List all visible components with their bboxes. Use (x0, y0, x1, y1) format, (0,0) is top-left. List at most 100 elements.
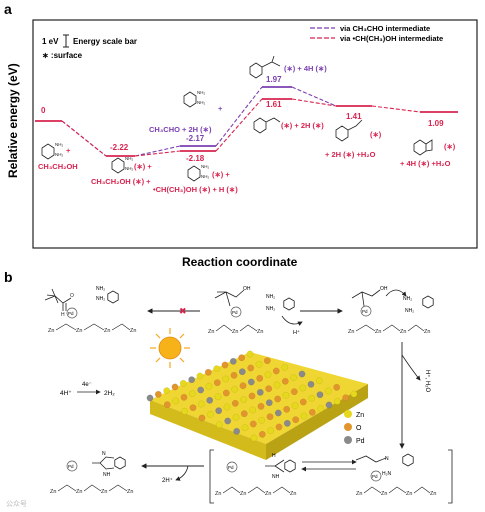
diamine-2-nh2-a: NH₂ (266, 294, 275, 300)
watermark: 公众号 (6, 500, 27, 508)
equilibrium-bracket-left (210, 450, 214, 503)
species-6-products: + 2H (∗) +H₂O (325, 150, 376, 159)
ethanol-oh: OH (243, 286, 251, 292)
svg-text:Zn: Zn (356, 491, 362, 497)
surface-atom (181, 394, 187, 400)
svg-text:Zn: Zn (104, 328, 110, 334)
surface-atom (300, 399, 306, 405)
surface-atom (317, 392, 323, 398)
surface-atom (248, 365, 254, 371)
svg-text:NH₂: NH₂ (197, 100, 205, 105)
imine-structure (356, 456, 386, 462)
zno-bonds-5 (364, 487, 430, 493)
energy-label-161: 1.61 (266, 100, 282, 109)
surface-atom (231, 372, 237, 378)
svg-text:Zn: Zn (215, 491, 221, 497)
surface-atom (215, 394, 221, 400)
svg-text:Zn: Zn (101, 489, 107, 495)
pd-label-5: Pd (372, 474, 378, 479)
diamine-1-nh2-b: NH₂ (96, 296, 105, 302)
panel-b-label: b (4, 269, 13, 285)
surface-atom (268, 428, 274, 434)
diamine-1-nh2-a: NH₂ (96, 286, 105, 292)
pd-label-2: Pd (232, 310, 238, 315)
surface-atom (267, 414, 273, 420)
svg-text:Zn: Zn (265, 491, 271, 497)
zno-surface-3: Zn Zn Zn Zn (348, 329, 430, 335)
diamine-ring-3 (423, 296, 433, 308)
y-axis-label: Relative energy (eV) (6, 63, 20, 178)
svg-text:NH₂: NH₂ (55, 152, 63, 157)
surface-atom (248, 379, 254, 385)
benzimidazoline-nh: NH (272, 474, 280, 480)
hplus-release-arrow-2 (176, 466, 188, 480)
legend-zn-label: Zn (356, 412, 364, 419)
surface-atom (282, 378, 288, 384)
svg-text:NH₂: NH₂ (125, 166, 133, 171)
zno-bonds-4 (223, 487, 290, 493)
panel-a-label: a (4, 1, 12, 17)
surface-atom (275, 410, 281, 416)
legend-pd-label: Pd (356, 438, 365, 445)
energy-label-m218: -2.18 (186, 154, 205, 163)
surface-atom (291, 375, 297, 381)
surface-atom (180, 380, 186, 386)
surface-atom (318, 406, 324, 412)
surface-atom (293, 417, 299, 423)
svg-text:Zn: Zn (127, 489, 133, 495)
hplus-label-1: H⁺ (293, 329, 300, 336)
diamine-3-nh2-b: NH₂ (405, 308, 414, 314)
surface-atom (343, 395, 349, 401)
svg-text:Zn: Zn (348, 329, 354, 335)
species-0-plus: + (66, 146, 71, 155)
legend-o-label: O (356, 425, 362, 432)
zno-surface-4: Zn Zn Zn Zn (215, 491, 296, 497)
surface-atom (207, 397, 213, 403)
surface-atom (232, 386, 238, 392)
acetaldehyde-structure (45, 289, 71, 311)
svg-text:Zn: Zn (76, 328, 82, 334)
x-axis-label: Reaction coordinate (182, 255, 298, 269)
surface-atom (239, 355, 245, 361)
svg-text:Zn: Zn (290, 491, 296, 497)
svg-text:Zn: Zn (381, 491, 387, 497)
legend-o-dot (344, 423, 352, 431)
benzimidazoline-ring (285, 460, 295, 472)
surface-atom (326, 402, 332, 408)
surface-atom (222, 362, 228, 368)
aldehyde-h: H (61, 312, 65, 318)
svg-text:Zn: Zn (406, 491, 412, 497)
surface-atom (216, 408, 222, 414)
imine-h2n: H₂N (382, 471, 392, 477)
diamine-2-nh2-b: NH₂ (266, 306, 275, 312)
zno-surface-6: Zn Zn Zn Zn (50, 489, 133, 495)
surface-atom (250, 421, 256, 427)
species-6-surface: (∗) (370, 130, 382, 139)
surface-atom (223, 376, 229, 382)
surface-atom (273, 368, 279, 374)
surface-atom (206, 383, 212, 389)
surface-atom (299, 371, 305, 377)
surface-atom (351, 391, 357, 397)
surface-atom (199, 415, 205, 421)
benzimidazole-bonds (92, 457, 114, 469)
surface-atom (266, 400, 272, 406)
species-5: (∗) + 2H (∗) (281, 121, 324, 130)
surface-atom (205, 369, 211, 375)
benzimidazole-ring (115, 457, 125, 469)
scale-bar-label: Energy scale bar (73, 37, 137, 46)
surface-atom (309, 395, 315, 401)
scale-bar-value: 1 eV (42, 37, 59, 46)
zno-bonds-6 (58, 485, 127, 491)
surface-atom (223, 390, 229, 396)
surface-atom (224, 404, 230, 410)
surface-atom (173, 398, 179, 404)
surface-atom (230, 358, 236, 364)
svg-text:Zn: Zn (257, 329, 263, 335)
svg-text:Zn: Zn (50, 489, 56, 495)
h2o-release-label: H⁺, H₂O (424, 370, 431, 392)
species-0-ethanol: CH₃CH₂OH (38, 162, 78, 171)
surface-atom (316, 378, 322, 384)
energy-label-141: 1.41 (346, 112, 362, 121)
